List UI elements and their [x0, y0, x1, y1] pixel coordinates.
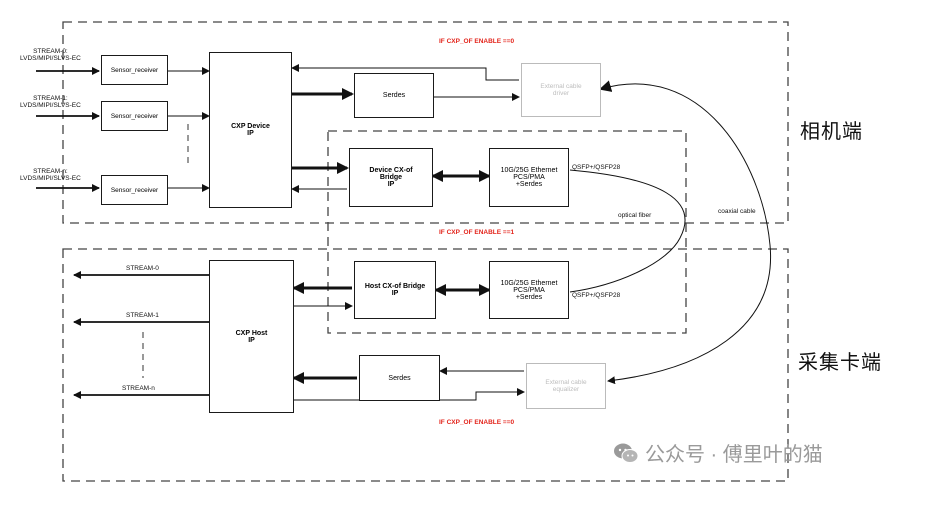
cable-driver-line1: External cable — [540, 83, 582, 90]
cable-driver-line2: driver — [552, 90, 570, 97]
host-serdes: Serdes — [359, 355, 440, 401]
camera-section-label: 相机端 — [800, 121, 863, 143]
camera-stream-0-name: STREAM-0: — [33, 48, 68, 55]
host-serdes-label: Serdes — [388, 374, 411, 382]
camera-serdes: Serdes — [354, 73, 434, 118]
host-section-label: 采集卡端 — [798, 352, 882, 374]
camera-region — [62, 21, 789, 224]
host-stream-1-label: STREAM-1 — [126, 312, 159, 319]
host-eth-line2: PCS/PMA — [513, 286, 545, 294]
host-sfp-label: QSFP+/QSFP28 — [572, 292, 621, 299]
sensor-receiver-1-label: Sensor_receiver — [110, 112, 159, 120]
host-eth-line1: 10G/25G Ethernet — [500, 279, 558, 287]
camera-eth-line3: +Serdes — [515, 181, 543, 188]
watermark-text: 公众号 · 傅里叶的猫 — [645, 444, 823, 466]
sensor-receiver-0-label: Sensor_receiver — [110, 66, 159, 74]
cable-equalizer-line1: External cable — [545, 379, 587, 386]
optical-fiber-curve — [569, 169, 686, 293]
cxp-host-title: CXP Host — [235, 329, 268, 337]
watermark: 公众号 · 傅里叶的猫 — [613, 438, 823, 467]
camera-stream-0-label: STREAM-0: LVDS/MIPI/SLVS-EC — [20, 48, 81, 63]
cable-equalizer-line2: equalizer — [552, 386, 580, 393]
sensor-receiver-1: Sensor_receiver — [101, 101, 168, 131]
camera-serdes-label: Serdes — [382, 92, 406, 99]
cxof-region — [327, 130, 687, 334]
camera-stream-n-label: STREAM-n: LVDS/MIPI/SLVS-EC — [20, 168, 81, 183]
condition-mid-label: IF CXP_OF ENABLE ==1 — [439, 229, 515, 236]
condition-top-label: IF CXP_OF ENABLE ==0 — [439, 38, 515, 45]
sensor-receiver-n-label: Sensor_receiver — [110, 186, 159, 194]
sensor-receiver-n: Sensor_receiver — [101, 175, 168, 205]
coaxial-cable-label: coaxial cable — [718, 208, 756, 215]
camera-eth-line2: PCS/PMA — [513, 174, 545, 181]
driver-to-device-feedback — [291, 64, 519, 81]
host-region — [62, 248, 789, 482]
cxp-device-sub: IP — [247, 130, 254, 137]
cxp-host-sub: IP — [248, 336, 255, 344]
device-bridge-line3: IP — [387, 181, 395, 188]
camera-stream-n-iface: LVDS/MIPI/SLVS-EC — [20, 175, 81, 183]
camera-stream-0-iface: LVDS/MIPI/SLVS-EC — [20, 55, 81, 63]
cxp-device-title: CXP Device — [231, 123, 270, 130]
camera-stream-1-label: STREAM-1: LVDS/MIPI/SLVS-EC — [20, 95, 81, 110]
wechat-icon — [614, 443, 639, 463]
host-stream-0-label: STREAM-0 — [126, 265, 159, 272]
camera-stream-n-name: STREAM-n: — [33, 168, 68, 175]
host-stream-n-label: STREAM-n — [122, 385, 155, 392]
camera-stream-1-name: STREAM-1: — [33, 95, 68, 102]
host-eth-line3: +Serdes — [515, 293, 543, 301]
optical-fiber-label: optical fiber — [618, 212, 652, 219]
camera-eth-line1: 10G/25G Ethernet — [500, 167, 558, 174]
device-bridge-line2: Bridge — [379, 174, 403, 181]
sensor-receiver-0: Sensor_receiver — [101, 55, 168, 85]
camera-sfp-label: QSFP+/QSFP28 — [572, 164, 621, 171]
device-bridge-line1: Device CX-of — [369, 167, 413, 174]
host-bridge-line1: Host CX-of Bridge — [364, 283, 426, 290]
host-bridge-line2: IP — [391, 290, 399, 297]
camera-stream-1-iface: LVDS/MIPI/SLVS-EC — [20, 102, 81, 110]
coaxial-cable-curve — [599, 80, 772, 385]
condition-bottom-label: IF CXP_OF ENABLE ==0 — [439, 419, 515, 426]
